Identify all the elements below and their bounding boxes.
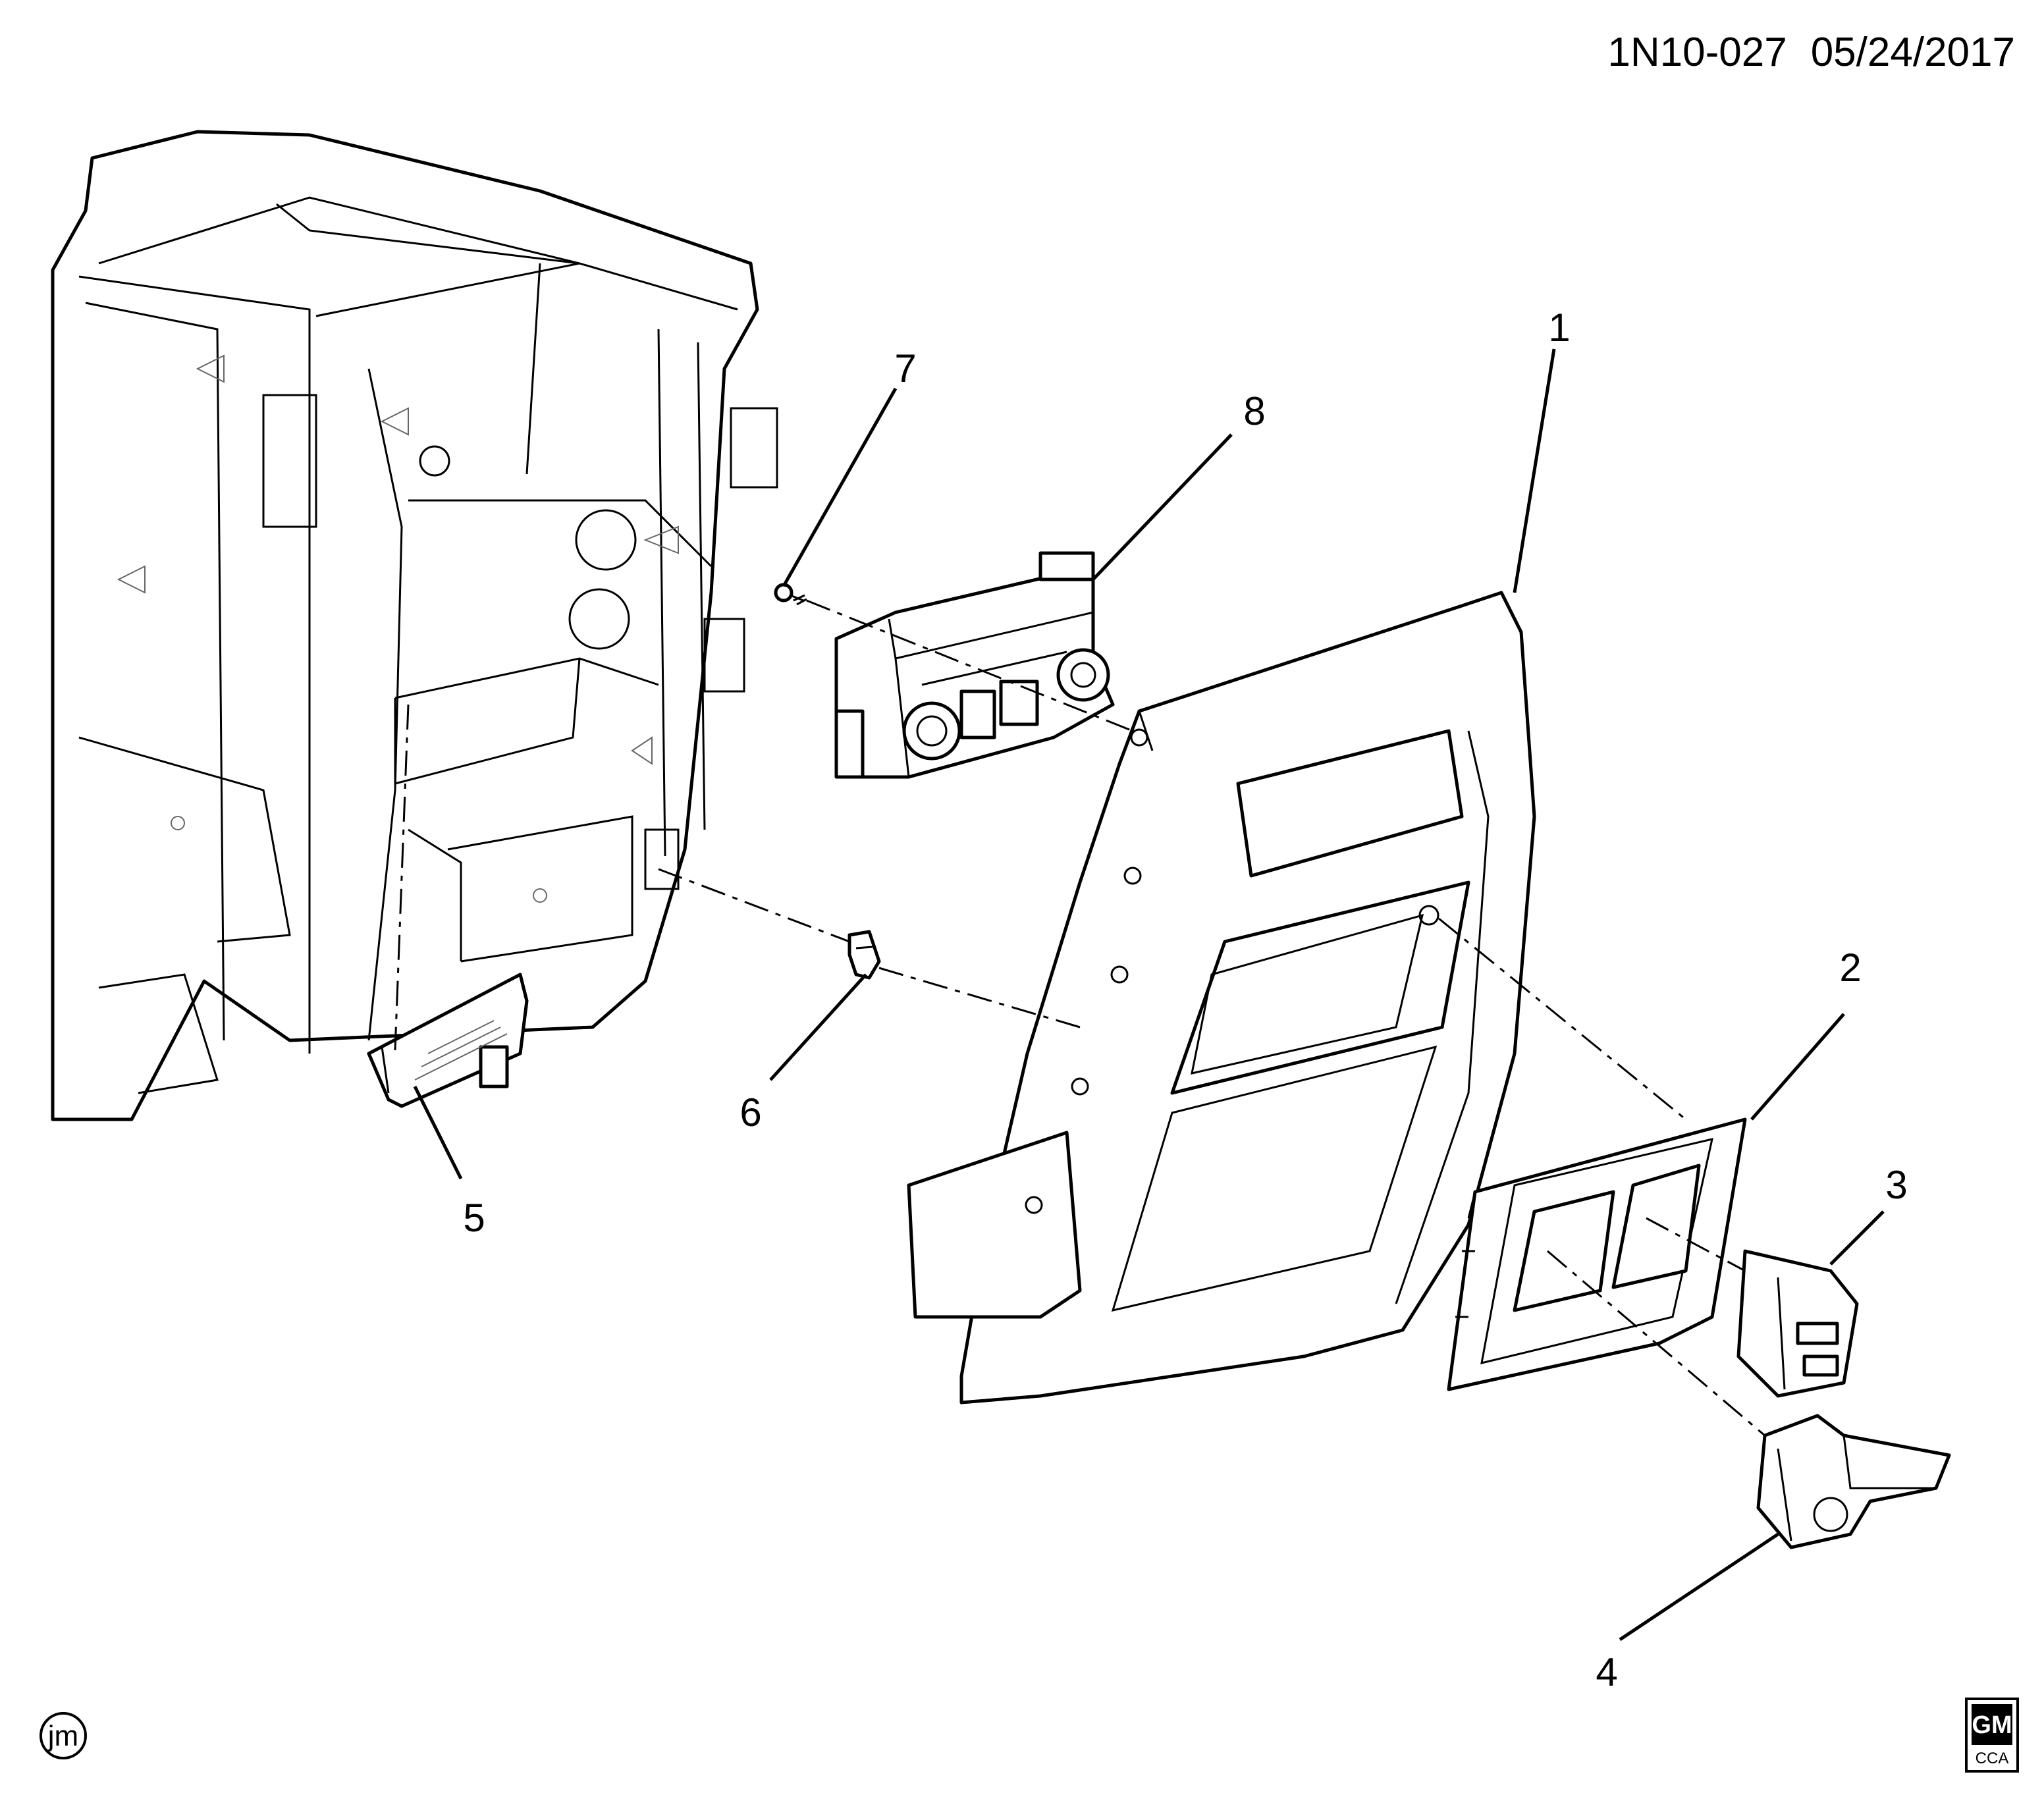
part-8-climate-control-module [834,551,1115,779]
part-1-console-trim-bezel [907,591,1536,1405]
diagram-code: 1N10-027 [1607,30,1787,75]
gm-logo-text: GM [1972,1711,2012,1739]
gm-logo: GM CCA [1965,1698,2019,1773]
part-4-power-outlet [1756,1414,1951,1549]
diagram-date: 05/24/2017 [1810,30,2015,75]
part-7-screw [774,583,807,606]
part-2-bezel-frame [1447,1117,1747,1391]
part-6-clip [847,930,881,980]
callout-4: 4 [1596,1650,1617,1694]
gm-logo-subtext: CCA [1976,1750,2009,1767]
diagram-header: 1N10-027 05/24/2017 [1607,29,2015,76]
callout-5: 5 [463,1196,485,1240]
callout-8: 8 [1243,389,1265,433]
leader-lines [413,348,1885,1642]
part-5-bracket [367,973,529,1108]
part-3-usb-port [1736,1249,1859,1398]
callout-3: 3 [1885,1163,1907,1207]
console-housing [51,130,778,1121]
callout-7: 7 [894,346,916,390]
author-mark-text: jm [47,1720,78,1752]
author-mark: jm [40,1712,87,1759]
callout-6: 6 [740,1090,761,1135]
callout-1: 1 [1548,306,1570,350]
assembly-lines [394,599,1765,1437]
callout-2: 2 [1839,946,1861,990]
callout-numbers: 1 2 3 4 5 6 7 8 [463,306,1907,1694]
